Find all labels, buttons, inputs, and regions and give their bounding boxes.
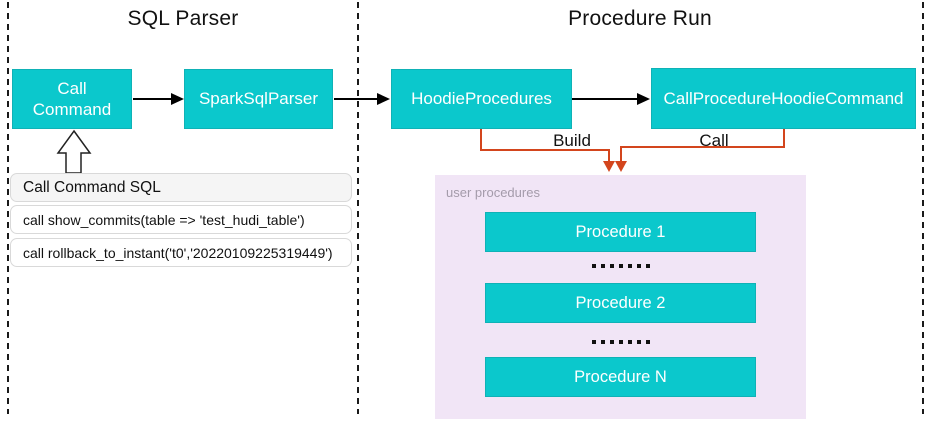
call-arrowhead-icon: [615, 161, 627, 172]
sql-panel-row-show-commits: call show_commits(table => 'test_hudi_ta…: [10, 205, 352, 234]
node-call-command: Call Command: [12, 69, 132, 129]
node-spark-sql-parser: SparkSqlParser: [184, 69, 333, 129]
up-arrow-icon: [56, 129, 92, 174]
section-title-sql-parser: SQL Parser: [127, 7, 239, 30]
sql-panel-header: Call Command SQL: [10, 173, 352, 202]
node-procedure-2: Procedure 2: [485, 283, 756, 323]
call-connector: [615, 129, 785, 172]
arrow-sparksqlparser-to-hoodieprocedures: [334, 93, 390, 105]
build-connector: [480, 129, 615, 172]
build-edge-label: Build: [553, 131, 591, 150]
node-hoodie-procedures: HoodieProcedures: [391, 69, 572, 129]
build-arrowhead-icon: [603, 161, 615, 172]
ellipsis-dots-icon: [592, 264, 650, 268]
user-procedures-label: user procedures: [446, 185, 540, 200]
ellipsis-dots-icon: [592, 340, 650, 344]
section-title-procedure-run: Procedure Run: [568, 7, 712, 30]
arrow-callcommand-to-sparksqlparser: [133, 93, 184, 105]
user-procedures-panel: user procedures Procedure 1 Procedure 2 …: [435, 175, 806, 419]
arrow-hoodieprocedures-to-callprocedurehoodiecommand: [572, 93, 650, 105]
node-procedure-n: Procedure N: [485, 357, 756, 397]
node-procedure-1: Procedure 1: [485, 212, 756, 252]
sql-panel-row-rollback: call rollback_to_instant('t0','202201092…: [10, 238, 352, 267]
call-edge-label: Call: [699, 131, 729, 150]
node-call-procedure-hoodie-command: CallProcedureHoodieCommand: [651, 68, 916, 129]
